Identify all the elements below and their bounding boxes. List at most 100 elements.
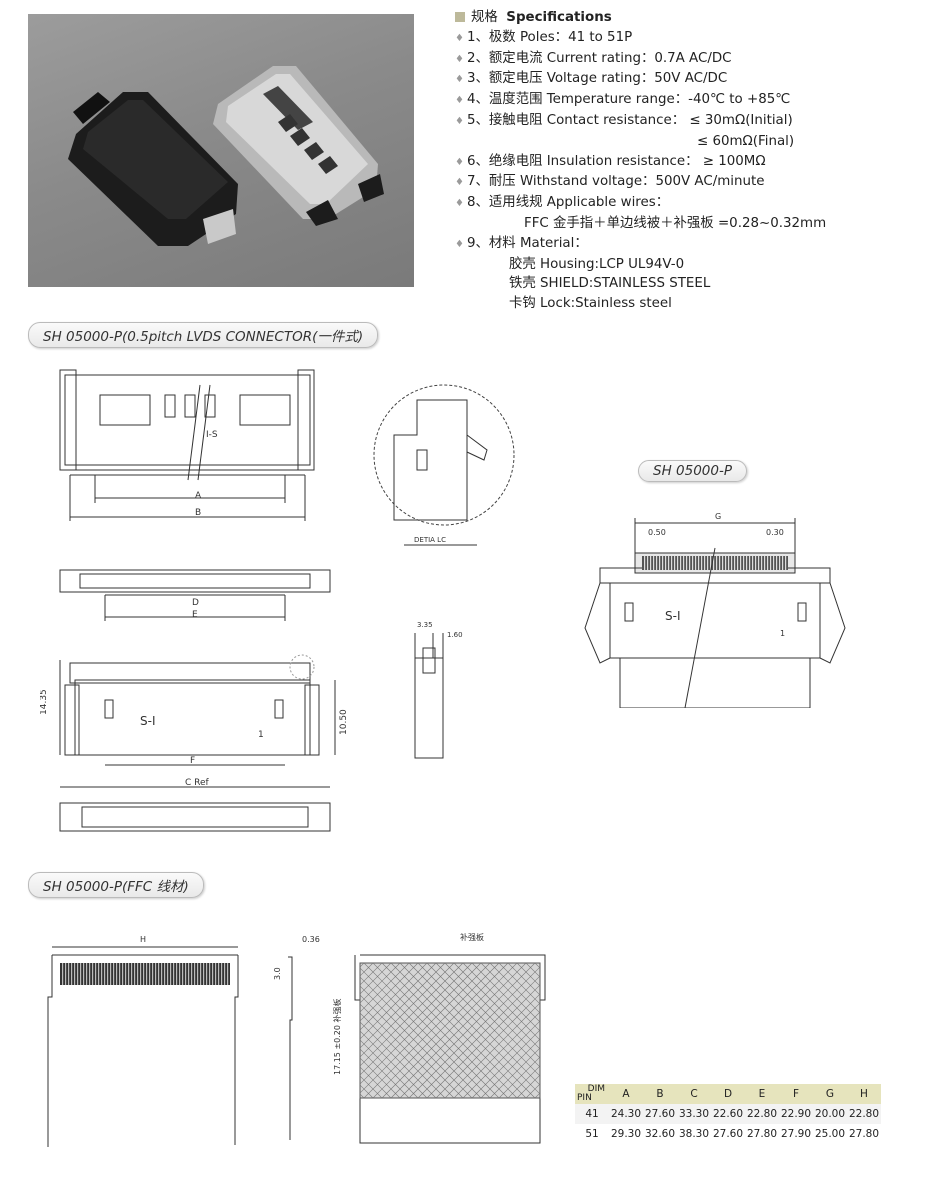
hatch-line [360, 1084, 374, 1098]
finger-stripe [104, 963, 106, 985]
diamond-bullet-icon: ♦ [455, 32, 464, 44]
hatch-line [489, 963, 540, 1014]
table-cell: 38.30 [677, 1124, 711, 1144]
finger-stripe [194, 963, 196, 985]
finger-stripe [209, 963, 211, 985]
finger-stripe [143, 963, 145, 985]
finger-stripe [125, 963, 127, 985]
contact-stripe [782, 556, 784, 570]
finger-stripe [80, 963, 82, 985]
mated-view-drawing: G 0.50 0.30 S-I 1 [584, 512, 846, 708]
table-cell: 27.80 [745, 1124, 779, 1144]
material-item: 胶壳 Housing:LCP UL94V-0 [455, 255, 826, 275]
side-profile-drawing: 3.35 1.60 [414, 621, 463, 759]
table-cell: 22.80 [745, 1104, 779, 1124]
product-photo [28, 14, 414, 287]
table-header-cell: A [609, 1084, 643, 1104]
contact-stripe [686, 556, 688, 570]
diamond-bullet-icon: ♦ [455, 198, 464, 210]
connector-drawings: I-S A B D E S-I 1 F C Ref 14.35 10.50 [40, 369, 349, 832]
contact-stripe [710, 556, 712, 570]
dim-0-36-label: 0.36 [302, 935, 320, 944]
metal-shield-shape [213, 66, 384, 226]
dim-14-35-label: 14.35 [40, 689, 49, 715]
finger-stripe [212, 963, 214, 985]
finger-stripe [215, 963, 217, 985]
contact-stripe [728, 556, 730, 570]
table-row: 51 29.30 32.60 38.30 27.60 27.80 27.90 2… [575, 1124, 881, 1144]
dim-e-label: E [192, 610, 198, 620]
contact-stripe [671, 556, 673, 570]
finger-stripe [176, 963, 178, 985]
diamond-bullet-icon: ♦ [455, 115, 464, 127]
contact-stripe [779, 556, 781, 570]
detail-label: DETIA LC [414, 536, 446, 544]
finger-stripe [128, 963, 130, 985]
dim-0-30-label: 0.30 [766, 528, 784, 537]
finger-stripe [134, 963, 136, 985]
corner-dim-label: DIM [587, 1084, 605, 1094]
hatch-line [498, 1056, 540, 1098]
hatch-line [507, 1065, 540, 1098]
spec-text: 6、绝缘电阻 Insulation resistance： ≥ 100MΩ [467, 153, 766, 169]
hatch-line [360, 1093, 365, 1098]
heading-en: Specifications [506, 10, 612, 25]
spec-continuation: FFC 金手指＋单边线被＋补强板 =0.28~0.32mm [455, 214, 826, 234]
dimension-table: DIM PIN A B C D E F G H 41 24.30 27.60 3… [575, 1084, 881, 1144]
dim-1-60-label: 1.60 [447, 631, 463, 639]
finger-stripe [161, 963, 163, 985]
spec-text: 铁壳 SHIELD:STAINLESS STEEL [509, 276, 711, 292]
contact-stripe [767, 556, 769, 570]
diamond-bullet-icon: ♦ [455, 53, 464, 65]
hatch-line [360, 963, 374, 977]
finger-stripe [77, 963, 79, 985]
shield-mark-label: I-S [206, 430, 218, 440]
hatch-line [453, 1011, 540, 1098]
finger-stripe [185, 963, 187, 985]
section-title-connector: SH 05000-P(0.5pitch LVDS CONNECTOR(一件式) [28, 322, 379, 348]
finger-stripe [188, 963, 190, 985]
hatch-line [435, 993, 540, 1098]
finger-stripe [89, 963, 91, 985]
spec-text: 5、接触电阻 Contact resistance： ≤ 30mΩ(Initia… [467, 112, 793, 128]
spec-item: ♦7、耐压 Withstand voltage：500V AC/minute [455, 172, 826, 193]
gold-finger-area [60, 963, 230, 985]
contact-stripe [758, 556, 760, 570]
table-cell: 25.00 [813, 1124, 847, 1144]
contact-stripe [665, 556, 667, 570]
table-cell: 22.60 [711, 1104, 745, 1124]
finger-stripe [158, 963, 160, 985]
table-header-cell: G [813, 1084, 847, 1104]
contact-stripe [659, 556, 661, 570]
specifications-block: 规格 Specifications ♦1、极数 Poles：41 to 51P … [455, 8, 826, 314]
table-cell: 33.30 [677, 1104, 711, 1124]
hatch-line [489, 1047, 540, 1098]
finger-stripe [107, 963, 109, 985]
contact-stripe [713, 556, 715, 570]
finger-stripe [173, 963, 175, 985]
contact-stripe [653, 556, 655, 570]
contact-stripe [680, 556, 682, 570]
dim-g-label: G [715, 512, 721, 521]
contact-stripe [692, 556, 694, 570]
contact-stripe [644, 556, 646, 570]
hatch-line [516, 963, 540, 987]
contact-stripe [737, 556, 739, 570]
finger-stripe [149, 963, 151, 985]
table-header-cell: B [643, 1084, 677, 1104]
material-item: 卡钩 Lock:Stainless steel [455, 294, 826, 314]
finger-stripe [197, 963, 199, 985]
finger-stripe [92, 963, 94, 985]
contact-stripe [764, 556, 766, 570]
contact-stripe [722, 556, 724, 570]
finger-stripe [221, 963, 223, 985]
contact-stripe [698, 556, 700, 570]
spec-item: ♦9、材料 Material： [455, 234, 826, 255]
contact-stripe [731, 556, 733, 570]
table-row: 41 24.30 27.60 33.30 22.60 22.80 22.90 2… [575, 1104, 881, 1124]
contact-stripe [695, 556, 697, 570]
spec-text: 卡钩 Lock:Stainless steel [509, 296, 672, 312]
dim-17-15-label: 17.15 ±0.20 补强板 [332, 998, 342, 1075]
spec-item: ♦5、接触电阻 Contact resistance： ≤ 30mΩ(Initi… [455, 111, 826, 132]
ffc-drawings: H 0.36 3.0 补强板 17.15 ±0.20 补强板 [47, 932, 546, 1147]
